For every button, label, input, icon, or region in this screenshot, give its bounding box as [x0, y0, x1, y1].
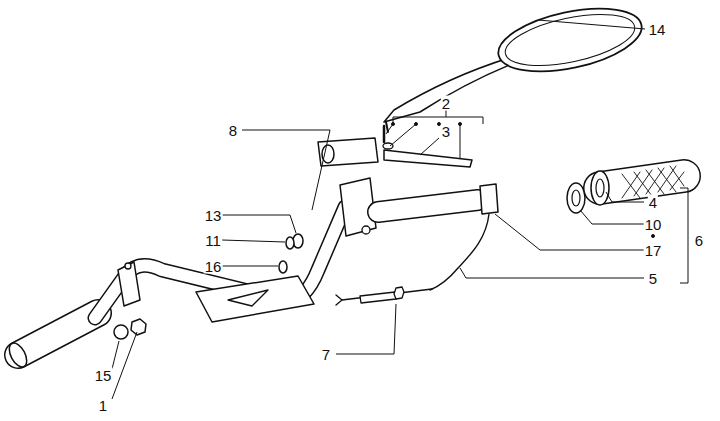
pivot-nut: [383, 143, 393, 149]
callout-number: 13: [204, 208, 223, 223]
callout-number: 4: [648, 195, 658, 210]
throttle-tube-fill: [378, 200, 478, 212]
grip-hatch: [622, 166, 684, 198]
leader-line: [112, 332, 137, 399]
leader-line: [446, 110, 447, 117]
spacer: [279, 261, 287, 273]
left-grip: [18, 313, 98, 355]
washer-hole: [572, 190, 580, 206]
pivot-bolt: [383, 126, 386, 142]
leader-line: [606, 192, 644, 202]
bracket: [680, 188, 688, 283]
callout-number: 10: [644, 217, 663, 232]
bracket-dot: [392, 123, 395, 126]
leader-line: [460, 268, 644, 278]
leader-line: [580, 210, 644, 224]
callout-number: 6: [694, 233, 704, 248]
screw: [131, 319, 146, 335]
throttle-tube: [378, 200, 478, 212]
washer: [286, 237, 294, 249]
leader-line: [222, 266, 278, 267]
leader-line: [460, 124, 461, 158]
leader-line: [242, 130, 330, 210]
leader-line: [222, 240, 285, 242]
left-grip-fill: [18, 313, 98, 355]
grip-flange: [591, 171, 609, 205]
callout-number: 14: [648, 22, 667, 37]
bracket-dot: [459, 123, 462, 126]
clamp-screw: [125, 263, 131, 269]
throttle-housing: [480, 184, 498, 214]
grip-hatch: [622, 166, 684, 198]
washer: [567, 183, 585, 213]
grip-knurl: [622, 166, 684, 198]
callout-number: 8: [228, 123, 238, 138]
bracket-dot: [652, 235, 655, 238]
callout-number: 1: [98, 398, 108, 413]
adjuster-nut: [394, 287, 404, 299]
callout-number: 15: [94, 368, 113, 383]
bracket-dot: [415, 123, 418, 126]
clamp: [118, 262, 140, 306]
adjuster-sleeve: [360, 292, 396, 303]
leader-line: [336, 304, 396, 354]
leader-line: [538, 20, 645, 29]
leader-line: [112, 341, 119, 369]
cap: [114, 325, 128, 339]
leader-lines: [112, 20, 688, 399]
leader-line: [495, 214, 644, 250]
illustration: [6, 0, 684, 370]
cylinder-cap: [322, 145, 334, 163]
clamp-bolt: [362, 226, 370, 234]
leader-line: [222, 215, 296, 233]
adjuster-end: [336, 295, 342, 305]
callout-number: 7: [321, 347, 331, 362]
leader-line: [390, 124, 416, 146]
throttle-cable: [430, 214, 489, 290]
mirror-stem: [384, 57, 522, 122]
grip-end: [6, 340, 31, 370]
mounting-plate: [196, 276, 314, 322]
callout-number: 17: [644, 243, 663, 258]
mirror-glass: [501, 5, 639, 75]
callout-number: 2: [441, 96, 451, 111]
callout-number: 5: [648, 271, 658, 286]
brake-lever: [384, 150, 472, 167]
callout-number: 16: [204, 259, 223, 274]
leader-line: [420, 138, 439, 155]
callout-number: 3: [441, 124, 451, 139]
mirror: [493, 0, 647, 83]
grip-bore: [596, 179, 604, 197]
callout-number: 11: [204, 233, 222, 248]
mirror-thread: [386, 122, 388, 132]
plate-cutout: [228, 290, 268, 306]
